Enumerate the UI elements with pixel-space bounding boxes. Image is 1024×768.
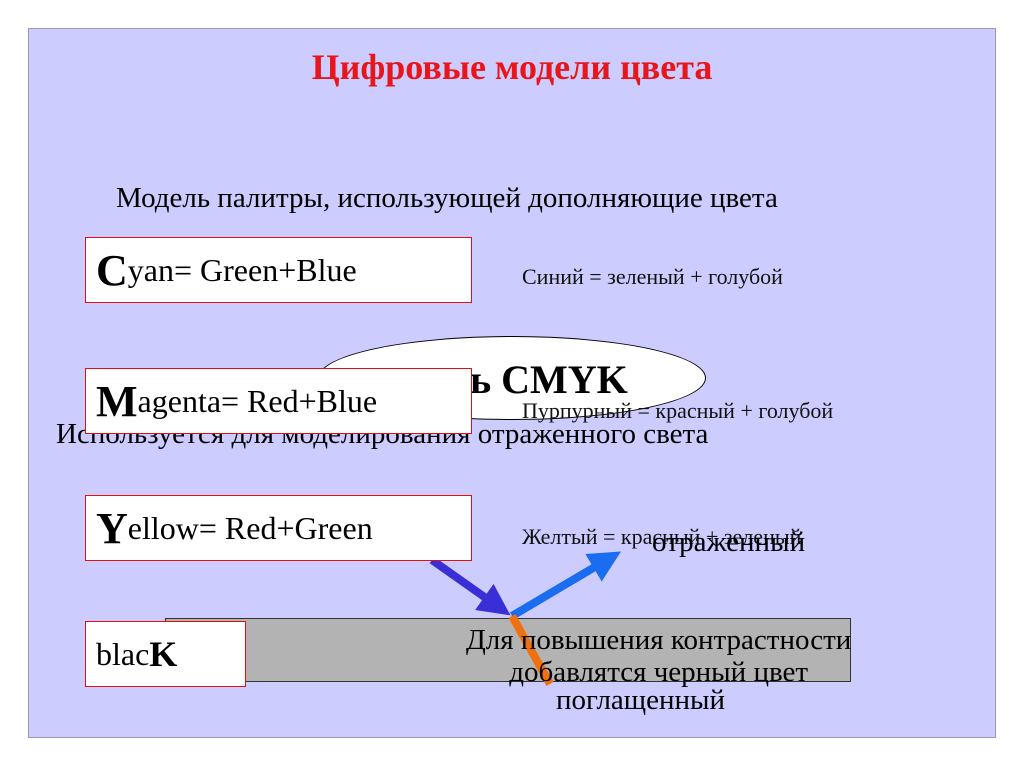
absorbed-label: поглащенный <box>556 684 726 716</box>
incoming-light-arrow <box>429 556 511 616</box>
reflected-light-arrow <box>509 551 622 620</box>
yellow-translation: Желтый = красный + зеленый <box>522 524 802 549</box>
magenta-translation: Пурпурный = красный + голубой <box>522 398 834 423</box>
cyan-letter: C <box>96 245 128 295</box>
black-prefix: blac <box>96 635 150 672</box>
contrast-line-2: добавлятся черный цвет <box>509 656 809 688</box>
absorbed-light-arrow <box>508 614 554 686</box>
magenta-letter: M <box>96 376 138 426</box>
magenta-formula: agenta= Red+Blue <box>137 382 378 419</box>
black-contrast-bar <box>165 618 851 682</box>
contrast-line-1: Для повышения контрастности <box>466 624 852 656</box>
cmyk-ellipse-label: ь CMYK <box>470 357 628 402</box>
contrast-text: Для повышения контрастности добавлятся ч… <box>466 624 851 688</box>
slide-title: Цифровые модели цвета <box>311 47 713 87</box>
yellow-formula: ellow= Red+Green <box>127 509 373 546</box>
yellow-letter: Y <box>96 503 128 553</box>
slide-subtitle: Модель палитры, использующей дополняющие… <box>116 182 778 214</box>
reflected-label: отраженный <box>652 526 806 558</box>
cyan-translation: Синий = зеленый + голубой <box>522 264 783 289</box>
black-letter: K <box>149 634 178 674</box>
cyan-formula: yan= Green+Blue <box>127 251 357 288</box>
